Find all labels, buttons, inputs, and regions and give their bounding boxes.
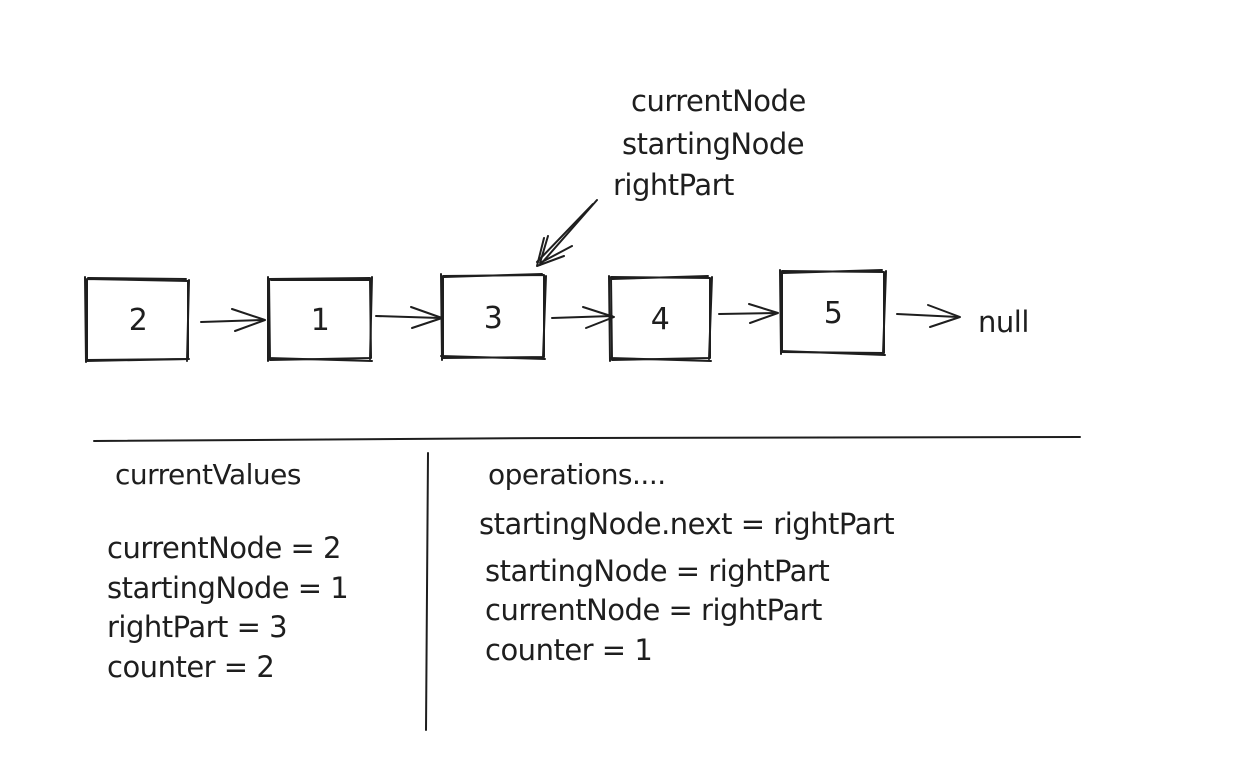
- list-node-value: 3: [484, 301, 503, 336]
- operation-line: startingNode = rightPart: [485, 554, 829, 588]
- pointer-label: rightPart: [613, 168, 734, 202]
- list-node-value: 4: [651, 302, 670, 337]
- list-node-1: 1: [267, 276, 373, 362]
- pointer-label-stack: currentNode startingNode rightPart: [613, 84, 806, 202]
- current-value-line: startingNode = 1: [107, 571, 348, 605]
- current-values-panel: currentValues currentNode = 2 startingNo…: [107, 458, 349, 684]
- operation-line: currentNode = rightPart: [485, 593, 822, 627]
- list-node-value: 1: [311, 303, 330, 338]
- pointer-arrow: [536, 199, 598, 267]
- current-value-line: counter = 2: [107, 650, 274, 684]
- next-arrow: [718, 303, 779, 324]
- operation-line: startingNode.next = rightPart: [479, 507, 894, 541]
- list-node-value: 5: [824, 296, 843, 331]
- list-node-5: 5: [779, 269, 887, 356]
- current-values-heading: currentValues: [115, 458, 301, 491]
- list-node-value: 2: [129, 303, 148, 338]
- next-arrow: [375, 306, 443, 329]
- horizontal-divider: [93, 436, 1081, 442]
- operations-heading: operations....: [488, 458, 666, 491]
- operation-line: counter = 1: [485, 633, 652, 667]
- next-arrow: [200, 308, 266, 332]
- list-node-2: 2: [84, 276, 190, 363]
- list-node-3: 3: [440, 273, 547, 361]
- current-value-line: rightPart = 3: [107, 610, 287, 644]
- pointer-label: currentNode: [631, 84, 806, 118]
- list-node-4: 4: [608, 275, 713, 362]
- null-terminal: null: [978, 305, 1029, 339]
- next-arrow: [551, 306, 615, 329]
- null-arrow: [896, 304, 961, 328]
- current-value-line: currentNode = 2: [107, 531, 341, 565]
- vertical-divider: [425, 452, 429, 731]
- operations-panel: operations.... startingNode.next = right…: [479, 458, 895, 667]
- pointer-label: startingNode: [622, 127, 804, 161]
